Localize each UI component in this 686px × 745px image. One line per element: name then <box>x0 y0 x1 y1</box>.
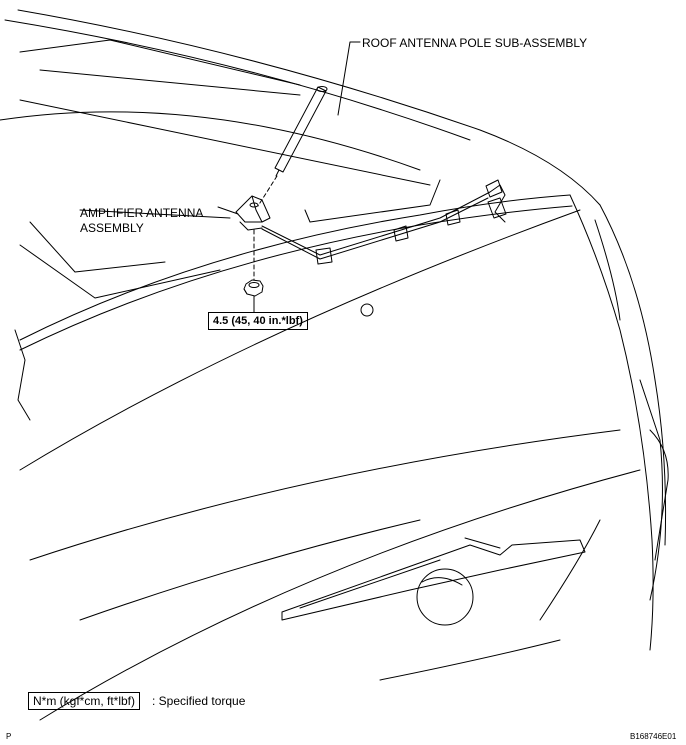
back-window-outline <box>29 194 669 721</box>
roof-antenna-pole-label: ROOF ANTENNA POLE SUB-ASSEMBLY <box>362 36 588 50</box>
cable-clamp <box>315 179 507 265</box>
rear-wiper <box>281 537 586 621</box>
antenna-cable <box>261 184 506 260</box>
amplifier-antenna-label-line1: AMPLIFIER ANTENNA <box>80 206 204 220</box>
roof-hole <box>360 303 374 317</box>
amplifier-leader-line <box>217 206 239 215</box>
rear-emblem-inner <box>421 577 463 586</box>
pole-alignment-line <box>257 175 278 207</box>
figure-id: B168746E01 <box>630 732 677 741</box>
nut-icon <box>243 279 264 297</box>
footer-left-code: P <box>6 732 12 741</box>
roof-antenna-pole-icon <box>274 86 328 177</box>
legend-unit-box: N*m (kgf*cm, ft*lbf) <box>28 692 141 710</box>
roof-edge-lines <box>14 194 581 471</box>
amplifier-antenna-icon <box>235 195 271 231</box>
torque-spec-label: 4.5 (45, 40 in.*lbf) <box>208 312 308 330</box>
legend-description: : Specified torque <box>152 694 246 708</box>
roof-outline <box>0 9 601 206</box>
sunroof-panel <box>19 39 441 299</box>
amplifier-antenna-label-line2: ASSEMBLY <box>80 221 144 235</box>
pole-leader-line <box>337 41 361 116</box>
rear-emblem <box>416 568 474 626</box>
